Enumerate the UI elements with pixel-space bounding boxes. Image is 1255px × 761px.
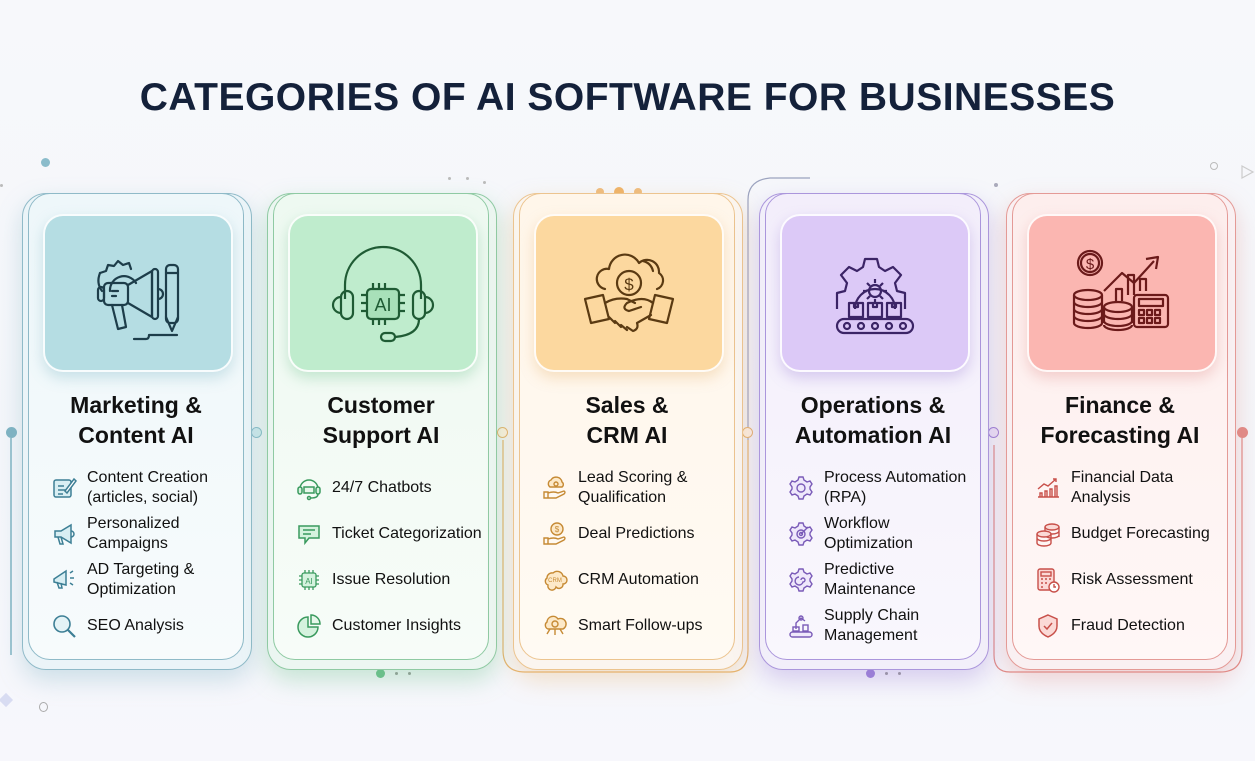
connector-node — [988, 427, 999, 438]
decor-dot — [41, 158, 50, 167]
robot-arm-conveyor-icon — [789, 615, 813, 638]
list-item: $ Deal Predictions — [542, 514, 732, 554]
svg-text:$: $ — [624, 275, 634, 294]
svg-text:$: $ — [555, 525, 560, 534]
headset-ai-chip-icon: AI — [331, 245, 435, 343]
list-item: Workflow Optimization — [788, 514, 978, 554]
list-item: Supply Chain Management — [788, 606, 978, 646]
icon-box: $ — [534, 214, 724, 372]
feature-list: Content Creation (articles, social) Pers… — [51, 468, 241, 652]
list-item: CRM CRM Automation — [542, 560, 732, 600]
megaphone-sparkle-icon — [53, 569, 74, 589]
list-item: Budget Forecasting — [1035, 514, 1225, 554]
icon-box: AI — [288, 214, 478, 372]
gear-conveyor-icon — [835, 257, 915, 335]
connector-node — [1237, 427, 1248, 438]
headset-chat-icon — [297, 479, 321, 501]
category-card-support: AI Customer Support AI 24/7 Chatbots Tic… — [267, 193, 497, 670]
edit-document-icon — [53, 477, 77, 498]
decor-ring — [1210, 162, 1218, 170]
icon-box: $ — [1027, 214, 1217, 372]
decor-dot — [483, 181, 486, 184]
cloud-hand-icon — [543, 476, 566, 499]
list-item: 24/7 Chatbots — [296, 468, 486, 508]
icon-box — [43, 214, 233, 372]
crm-cloud-icon: CRM — [544, 570, 568, 591]
feature-list: 24/7 Chatbots Ticket Categorization AI I… — [296, 468, 486, 652]
list-item: Smart Follow-ups — [542, 606, 732, 646]
svg-text:AI: AI — [305, 577, 313, 586]
feature-list: Lead Scoring & Qualification $ Deal Pred… — [542, 468, 732, 652]
card-body: $ Finance & Forecasting AI Fi — [1012, 193, 1228, 660]
pie-chart-icon — [297, 614, 321, 638]
ai-chip-icon: AI — [299, 570, 319, 590]
connector-node — [742, 427, 753, 438]
decor-triangle — [1241, 164, 1255, 180]
connector-node — [497, 427, 508, 438]
connector-node — [6, 427, 17, 438]
svg-text:AI: AI — [374, 295, 391, 315]
svg-text:$: $ — [1086, 256, 1095, 273]
gear-spiral-icon — [789, 568, 813, 592]
decor-dot — [466, 177, 469, 180]
cloud-dollar-network-icon — [544, 615, 567, 635]
feature-list: Process Automation (RPA) Workflow Optimi… — [788, 468, 978, 652]
list-item: Lead Scoring & Qualification — [542, 468, 732, 508]
card-body: Operations & Automation AI Process Autom… — [765, 193, 981, 660]
card-title: Sales & CRM AI — [585, 392, 669, 448]
card-title: Finance & Forecasting AI — [1040, 392, 1200, 448]
connector-node — [251, 427, 262, 438]
list-item: Financial Data Analysis — [1035, 468, 1225, 508]
magnifier-icon — [53, 615, 76, 638]
coins-chart-calculator-icon: $ — [1072, 249, 1170, 332]
list-item: AI Issue Resolution — [296, 560, 486, 600]
list-item: Customer Insights — [296, 606, 486, 646]
sales-top-dots — [596, 187, 642, 197]
list-item: SEO Analysis — [51, 606, 241, 646]
page-title: CATEGORIES OF AI SOFTWARE FOR BUSINESSES — [139, 76, 1116, 119]
decor-dot — [0, 184, 3, 187]
svg-text:CRM: CRM — [548, 578, 562, 584]
list-item: Ticket Categorization — [296, 514, 486, 554]
category-card-sales: $ Sales & CRM AI Lead Scoring & Qualific… — [513, 193, 743, 670]
pagination-dots-operations — [866, 669, 901, 678]
list-item: Personalized Campaigns — [51, 514, 241, 554]
card-title: Customer Support AI — [322, 392, 440, 448]
calculator-clock-icon — [1037, 568, 1060, 593]
card-body: $ Sales & CRM AI Lead Scoring & Qualific… — [519, 193, 735, 660]
card-title: Operations & Automation AI — [794, 392, 952, 448]
megaphone-icon — [54, 523, 75, 545]
pagination-dots-support — [376, 669, 411, 678]
megaphone-gear-pencil-icon — [96, 259, 180, 341]
card-body: AI Customer Support AI 24/7 Chatbots Tic… — [273, 193, 489, 660]
card-title: Marketing & Content AI — [70, 392, 202, 448]
list-item: Risk Assessment — [1035, 560, 1225, 600]
gear-target-icon — [789, 522, 813, 546]
decor-dot — [448, 177, 451, 180]
category-card-finance: $ Finance & Forecasting AI Fi — [1006, 193, 1236, 670]
category-card-operations: Operations & Automation AI Process Autom… — [759, 193, 989, 670]
card-body: Marketing & Content AI Content Creation … — [28, 193, 244, 660]
list-item: Process Automation (RPA) — [788, 468, 978, 508]
decor-ring — [39, 702, 48, 712]
decor-dot — [994, 183, 998, 187]
list-item: Predictive Maintenance — [788, 560, 978, 600]
chat-bubble-icon — [298, 525, 320, 546]
coin-stack-icon — [1036, 523, 1060, 547]
feature-list: Financial Data Analysis Budget Forecasti… — [1035, 468, 1225, 652]
bar-chart-trend-icon — [1037, 478, 1059, 498]
list-item: Fraud Detection — [1035, 606, 1225, 646]
category-card-marketing: Marketing & Content AI Content Creation … — [22, 193, 252, 670]
dollar-hand-icon: $ — [543, 522, 566, 545]
list-item: AD Targeting & Optimization — [51, 560, 241, 600]
shield-check-icon — [1038, 614, 1058, 638]
list-item: Content Creation (articles, social) — [51, 468, 241, 508]
icon-box — [780, 214, 970, 372]
gear-icon — [789, 476, 813, 500]
handshake-cloud-dollar-icon: $ — [583, 253, 675, 333]
